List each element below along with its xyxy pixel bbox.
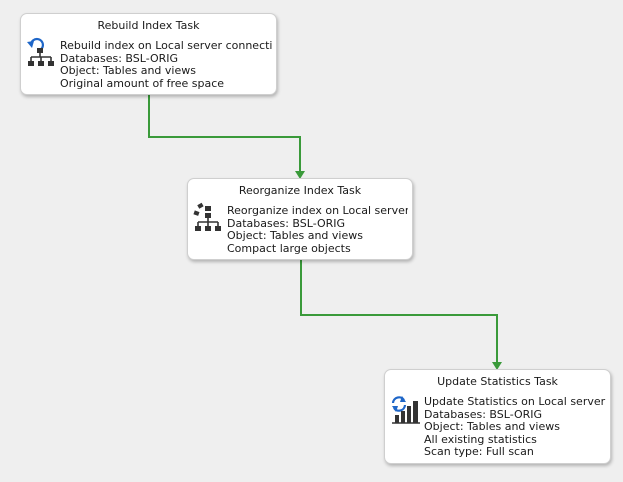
task-title: Rebuild Index Task — [97, 19, 200, 32]
task-detail-line: Object: Tables and views — [227, 230, 363, 243]
task-detail-line: Reorganize index on Local server connect… — [227, 205, 408, 217]
arrow-down-icon — [492, 362, 502, 370]
update-statistics-task[interactable]: Update Statistics Task Update Statistics… — [384, 369, 611, 464]
reorganize-index-icon — [192, 201, 226, 235]
task-detail-line: Databases: BSL-ORIG — [227, 217, 346, 230]
task-details: Rebuild index on Local server connection… — [60, 40, 272, 90]
connector-rebuild-to-reorganize[interactable] — [148, 94, 305, 179]
task-title: Reorganize Index Task — [238, 184, 362, 197]
task-title: Update Statistics Task — [437, 375, 558, 388]
task-detail-line: Object: Tables and views — [60, 65, 196, 78]
rebuild-index-task[interactable]: Rebuild Index Task Rebuild index on Loca… — [20, 13, 277, 95]
task-detail-line: Databases: BSL-ORIG — [424, 408, 543, 421]
connector-line — [148, 94, 301, 172]
task-detail-line: Rebuild index on Local server connection — [60, 40, 272, 52]
task-detail-line: Original amount of free space — [60, 77, 225, 90]
reorganize-index-task[interactable]: Reorganize Index Task Reorganize index o… — [187, 178, 413, 260]
arrow-down-icon — [295, 171, 305, 179]
task-details: Reorganize index on Local server connect… — [227, 205, 408, 255]
task-detail-line: All existing statistics — [424, 433, 537, 446]
update-statistics-icon — [389, 392, 423, 426]
connector-line — [300, 259, 498, 363]
rebuild-index-icon — [25, 36, 59, 70]
task-detail-line: Compact large objects — [227, 242, 351, 255]
task-detail-line: Scan type: Full scan — [424, 446, 534, 459]
task-detail-line: Update Statistics on Local server connec… — [424, 396, 606, 408]
task-details: Update Statistics on Local server connec… — [424, 396, 606, 459]
connector-reorganize-to-update-statistics[interactable] — [300, 259, 502, 370]
task-detail-line: Databases: BSL-ORIG — [60, 52, 179, 65]
task-detail-line: Object: Tables and views — [424, 421, 560, 434]
